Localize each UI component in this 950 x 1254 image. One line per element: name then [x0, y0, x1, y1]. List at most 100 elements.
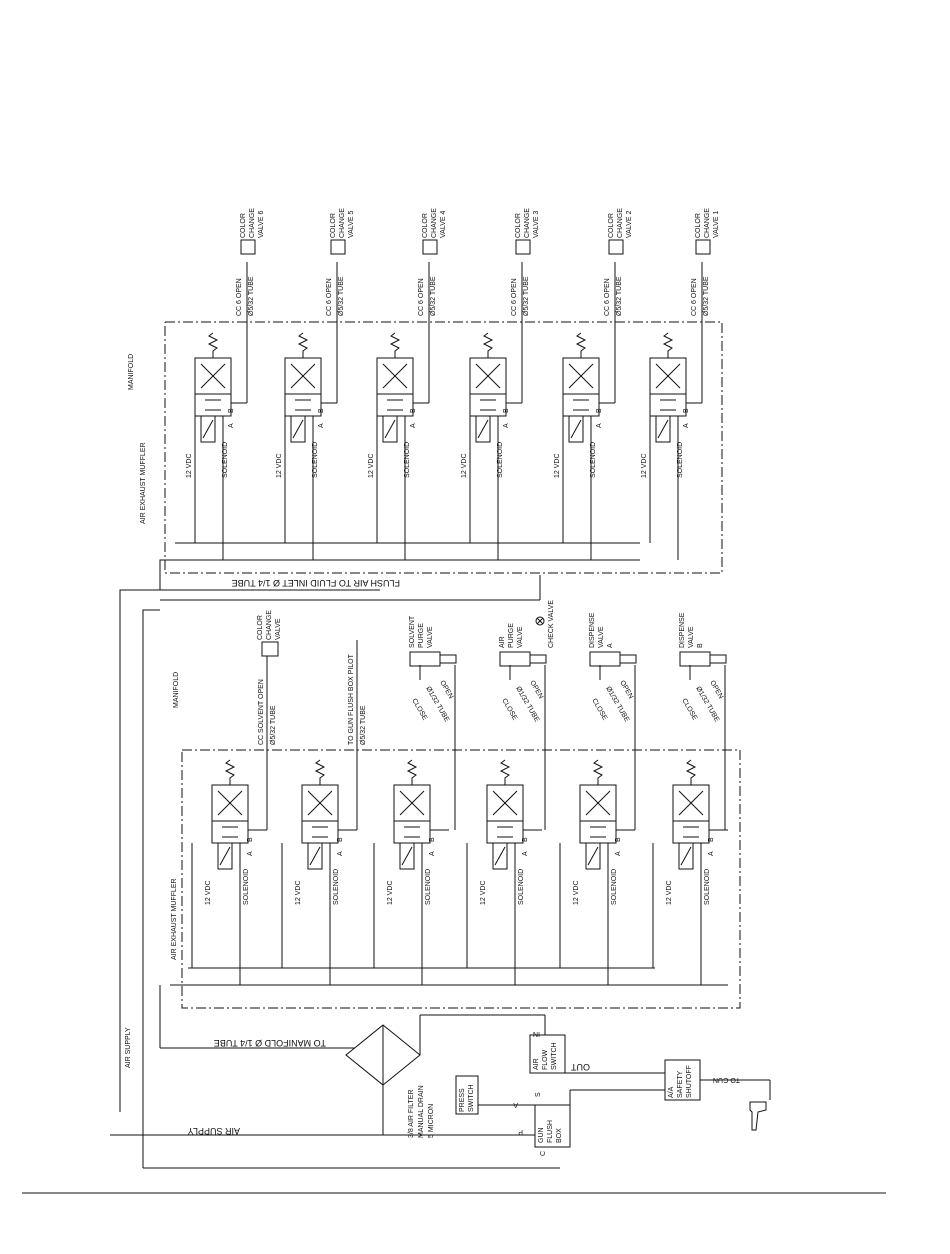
- port-a-label: A: [683, 423, 690, 428]
- valve-label-text: COLOR: [422, 213, 429, 238]
- solenoid-label: SOLENOID: [425, 869, 432, 905]
- port-a-label: A: [228, 423, 235, 428]
- vdc-label: 12 VDC: [573, 880, 580, 905]
- valve-label-text: VALVE 6: [258, 211, 265, 238]
- color-change-valve-box: [330, 239, 346, 255]
- open-label: CC 6 OPEN: [236, 278, 243, 316]
- solenoid-label: SOLENOID: [312, 442, 319, 478]
- side-valve-label: VALVE: [598, 626, 605, 648]
- port-b-label: B: [503, 408, 510, 413]
- color-change-valve-box: [422, 239, 438, 255]
- port-b-label: B: [708, 837, 715, 842]
- side-valve-stem: [709, 654, 727, 664]
- to-manifold-label: TO MANIFOLD Ø 1/4 TUBE: [214, 1038, 326, 1048]
- side-valve-label: B: [697, 643, 704, 648]
- press-switch-label: PRESS: [459, 1088, 466, 1112]
- manifold-top-boundary: [164, 321, 723, 574]
- air-flow-switch-label: AIR: [533, 1058, 540, 1070]
- valve-label-text: CHANGE: [704, 208, 711, 238]
- side-valve-body: [589, 651, 621, 667]
- port-b-label: B: [429, 837, 436, 842]
- flush-pilot-label: TO GUN FLUSH BOX PILOT: [348, 653, 355, 745]
- valve-label-text: COLOR: [695, 213, 702, 238]
- air-filter-label: MANUAL DRAIN: [418, 1085, 425, 1138]
- tube-label: Ø5/32 TUBE: [523, 276, 530, 316]
- open-label: OPEN: [618, 680, 634, 701]
- port-a-label: A: [708, 851, 715, 856]
- solenoid-label: SOLENOID: [704, 869, 711, 905]
- side-valve-body: [679, 651, 711, 667]
- air-flow-switch-label: FLOW: [542, 1049, 549, 1070]
- check-valve-label: CHECK VALVE: [548, 600, 555, 648]
- open-label: CC 6 OPEN: [418, 278, 425, 316]
- vdc-label: 12 VDC: [641, 453, 648, 478]
- bottom-valve-6: [672, 759, 710, 870]
- side-valve-label: VALVE: [688, 626, 695, 648]
- color-change-valve-label: COLOR: [257, 615, 264, 640]
- port-b-label: B: [615, 837, 622, 842]
- cc-solvent-label: CC SOLVENT OPEN: [258, 679, 265, 745]
- tube-label: Ø5/32 TUBE: [248, 276, 255, 316]
- valve-label-text: VALVE 4: [440, 211, 447, 238]
- gun-flush-box: [534, 1104, 571, 1148]
- vdc-label: 12 VDC: [461, 453, 468, 478]
- side-valve-body: [409, 651, 441, 667]
- press-switch-label: SWITCH: [468, 1084, 475, 1112]
- color-change-valve-box: [695, 239, 711, 255]
- air-supply-bottom-label: AIR SUPPLY: [188, 1126, 240, 1136]
- check-valve-icon: [535, 616, 545, 626]
- open-label: OPEN: [528, 680, 544, 701]
- manifold-top-label: MANIFOLD: [128, 354, 135, 390]
- manifold-bottom-boundary: [181, 749, 741, 1009]
- close-label: CLOSE: [500, 698, 518, 722]
- color-change-valve-box: [240, 239, 256, 255]
- port-b-label: B: [247, 837, 254, 842]
- valve-label-text: CHANGE: [249, 208, 256, 238]
- valve-label-text: CHANGE: [339, 208, 346, 238]
- top-valve-1: [649, 332, 687, 443]
- bottom-valve-1: [211, 759, 249, 870]
- port-a-label: A: [503, 423, 510, 428]
- color-change-valve-label: CHANGE: [266, 610, 273, 640]
- solenoid-label: SOLENOID: [677, 442, 684, 478]
- vdc-label: 12 VDC: [295, 880, 302, 905]
- close-label: CLOSE: [410, 698, 428, 722]
- manifold-bottom-label: MANIFOLD: [173, 672, 180, 708]
- gun-flush-box-label: GUN: [538, 1127, 545, 1143]
- color-change-valve-label: VALVE: [275, 618, 282, 640]
- valve-label-text: COLOR: [608, 213, 615, 238]
- press-switch-box: [455, 1075, 479, 1115]
- air-filter-label: 3/8 AIR FILTER: [408, 1090, 415, 1139]
- air-supply-vertical-label: AIR SUPPLY: [125, 1027, 132, 1068]
- muffler-bottom-label: AIR EXHAUST MUFFLER: [171, 878, 178, 960]
- color-change-valve-box: [515, 239, 531, 255]
- open-label: CC 6 OPEN: [326, 278, 333, 316]
- top-valve-2: [562, 332, 600, 443]
- side-valve-label: DISPENSE: [589, 612, 596, 648]
- port-c-label: C: [540, 1151, 547, 1156]
- port-b-label: B: [228, 408, 235, 413]
- solenoid-label: SOLENOID: [497, 442, 504, 478]
- color-change-valve-box: [608, 239, 624, 255]
- side-valve-label: DISPENSE: [679, 612, 686, 648]
- vdc-label: 12 VDC: [666, 880, 673, 905]
- port-b-label: B: [683, 408, 690, 413]
- solenoid-label: SOLENOID: [243, 869, 250, 905]
- side-valve-stem: [439, 654, 457, 664]
- port-a-label: A: [522, 851, 529, 856]
- valve-label-text: CHANGE: [617, 208, 624, 238]
- tube-label: Ø5/32 TUBE: [338, 276, 345, 316]
- valve-label-text: COLOR: [330, 213, 337, 238]
- top-valve-4: [376, 332, 414, 443]
- open-label: OPEN: [708, 680, 724, 701]
- side-valve-label: PURGE: [508, 623, 515, 648]
- side-valve-stem: [529, 654, 547, 664]
- air-flow-switch-label: SWITCH: [551, 1042, 558, 1070]
- side-valve-label: VALVE: [427, 626, 434, 648]
- port-b-label: B: [522, 837, 529, 842]
- open-label: OPEN: [438, 680, 454, 701]
- cc-solvent-valve-box: [261, 641, 279, 657]
- port-in-label: IN: [533, 1030, 540, 1037]
- side-valve-label: VALVE: [517, 626, 524, 648]
- valve-label-text: COLOR: [240, 213, 247, 238]
